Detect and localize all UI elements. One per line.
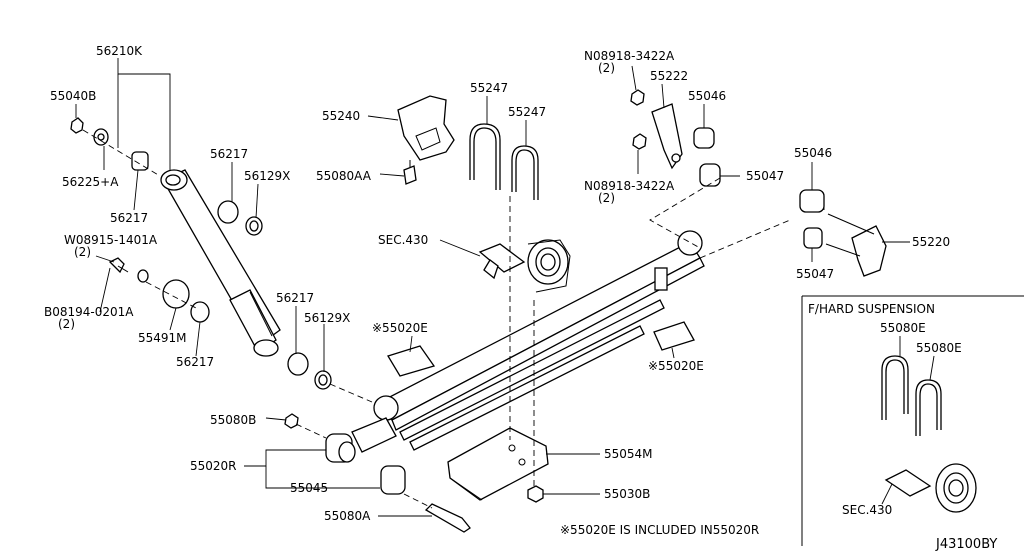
label-55054m: 55054M: [604, 447, 653, 461]
nut-55030b: [527, 485, 544, 503]
bolt-55080aa: [403, 165, 417, 185]
label-55240: 55240: [322, 109, 360, 123]
label-08915-qty: (2): [74, 245, 91, 259]
label-55080e-b: 55080E: [916, 341, 962, 355]
bushing-55046-a: [693, 127, 715, 149]
label-55046-b: 55046: [794, 146, 832, 160]
bushing-56217-upper: [131, 151, 149, 171]
bushing-55047-b: [803, 227, 823, 249]
label-56225a: 56225+A: [62, 175, 119, 189]
label-55020e-a: ※55020E: [372, 321, 428, 335]
shock-lower-hardware: [108, 257, 332, 390]
label-55080b: 55080B: [210, 413, 256, 427]
label-55247-a: 55247: [470, 81, 508, 95]
nut-08918-b: [632, 133, 647, 150]
nut-55040b: [70, 117, 84, 134]
bracket-55240[interactable]: [397, 95, 455, 161]
bushing-56217-b: [217, 200, 239, 224]
label-sec430: SEC.430: [378, 233, 428, 247]
label-55491m: 55491M: [138, 331, 187, 345]
inset-hard-suspension: [801, 295, 1024, 546]
label-08918-a-qty: (2): [598, 61, 615, 75]
label-55080e-a: 55080E: [880, 321, 926, 335]
label-55046-a: 55046: [688, 89, 726, 103]
bushing-55045: [380, 465, 406, 495]
bushing-55047-a: [699, 163, 721, 187]
u-bolt-55247-b[interactable]: [511, 145, 539, 200]
bushing-56217-c: [190, 301, 210, 323]
pad-55020e-b: [653, 321, 695, 351]
label-08918-b-qty: (2): [598, 191, 615, 205]
label-56217-d: 56217: [276, 291, 314, 305]
label-56217-c: 56217: [176, 355, 214, 369]
label-55080aa: 55080AA: [316, 169, 372, 183]
label-sec430-b: SEC.430: [842, 503, 892, 517]
label-55080a: 55080A: [324, 509, 371, 523]
leaf-spring[interactable]: [373, 230, 705, 451]
label-56217-a: 56217: [110, 211, 148, 225]
spring-clip: [654, 267, 668, 291]
label-55030b: 55030B: [604, 487, 650, 501]
axle-sec430[interactable]: [478, 239, 571, 293]
diagram-code: J43100BY: [935, 537, 997, 552]
label-56129x-b: 56129X: [304, 311, 350, 325]
label-56129x-a: 56129X: [244, 169, 290, 183]
shock-absorber[interactable]: [160, 169, 281, 357]
shackle-55020r[interactable]: [325, 417, 397, 463]
label-56210k: 56210K: [96, 44, 143, 58]
label-55047-a: 55047: [746, 169, 784, 183]
label-55220: 55220: [912, 235, 950, 249]
plate-55220[interactable]: [851, 225, 887, 277]
label-55045: 55045: [290, 481, 328, 495]
u-bolt-55247-a[interactable]: [469, 123, 501, 190]
nut-55080b: [284, 413, 299, 429]
bushing-55491m: [162, 279, 190, 309]
label-55040b: 55040B: [50, 89, 96, 103]
label-55047-b: 55047: [796, 267, 834, 281]
pad-55020e-a: [387, 345, 436, 377]
shock-upper-hardware: [70, 117, 263, 236]
footnote: ※55020E IS INCLUDED IN55020R: [560, 523, 759, 537]
bushing-55046-b: [799, 189, 825, 213]
label-08918-a: N08918-3422A: [584, 49, 675, 63]
inset-title: F/HARD SUSPENSION: [808, 302, 935, 316]
label-08915: W08915-1401A: [64, 233, 158, 247]
bolt-55080a: [424, 503, 471, 533]
nut-08918-a: [630, 89, 645, 106]
label-55222: 55222: [650, 69, 688, 83]
bushing-56217-d: [287, 352, 309, 376]
washer-08194: [137, 269, 149, 283]
leader-lines: [75, 58, 935, 517]
label-55247-b: 55247: [508, 105, 546, 119]
part-labels: 56210K 55040B 56225+A 56217 56217 56129X…: [44, 44, 997, 552]
label-56217-b: 56217: [210, 147, 248, 161]
label-55020r: 55020R: [190, 459, 237, 473]
label-08918-b: N08918-3422A: [584, 179, 675, 193]
label-08194: B08194-0201A: [44, 305, 134, 319]
label-08194-qty: (2): [58, 317, 75, 331]
label-55020e-b: ※55020E: [648, 359, 704, 373]
bolt-08915: [108, 257, 125, 274]
